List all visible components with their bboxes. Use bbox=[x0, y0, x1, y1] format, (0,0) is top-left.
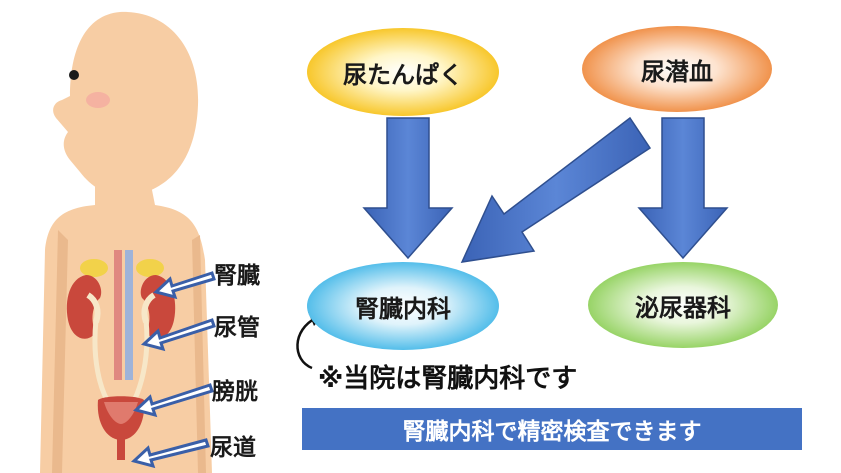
urine-protein-node: 尿たんぱく bbox=[307, 28, 499, 116]
info-banner: 腎臓内科で精密検査できます bbox=[302, 408, 802, 450]
organ-label-urethra: 尿道 bbox=[210, 435, 256, 461]
eye bbox=[69, 70, 79, 80]
vena-cava bbox=[125, 250, 133, 380]
bladder-inner bbox=[104, 402, 138, 424]
urine-blood-node: 尿潜血 bbox=[582, 26, 772, 112]
urine-protein-label: 尿たんぱく bbox=[343, 60, 463, 89]
arm-shadow bbox=[52, 230, 68, 473]
nephrology-label: 腎臓内科 bbox=[355, 294, 451, 323]
clinic-note: ※当院は腎臓内科です bbox=[318, 364, 578, 394]
adrenal-left bbox=[80, 259, 108, 277]
arm-shadow-right bbox=[192, 235, 206, 473]
urethra bbox=[117, 438, 125, 460]
arrow-blood-to-urology bbox=[637, 117, 729, 260]
renal-pelvis-right bbox=[141, 292, 156, 323]
arrow-urethra bbox=[130, 438, 210, 469]
urology-node: 泌尿器科 bbox=[588, 262, 778, 348]
kidney-left bbox=[66, 275, 102, 339]
body-illustration bbox=[40, 11, 216, 473]
arrow-ureter bbox=[140, 318, 216, 352]
arrow-blood-to-nephrology bbox=[460, 116, 652, 263]
info-banner-text: 腎臓内科で精密検査できます bbox=[402, 419, 702, 445]
arrow-bladder bbox=[132, 383, 214, 418]
note-curved-arrow bbox=[296, 316, 317, 370]
organ-pointer-arrows bbox=[130, 271, 216, 469]
head bbox=[53, 11, 199, 197]
nephrology-node: 腎臓内科 bbox=[307, 262, 499, 350]
arrow-protein-to-nephrology bbox=[362, 117, 454, 260]
renal-pelvis-left bbox=[86, 292, 101, 323]
organ-label-kidney: 腎臓 bbox=[214, 263, 260, 289]
urine-blood-label: 尿潜血 bbox=[641, 57, 713, 86]
arrow-kidney bbox=[152, 271, 216, 300]
adrenal-right bbox=[136, 259, 164, 277]
organ-label-bladder: 膀胱 bbox=[212, 379, 258, 405]
cheek bbox=[86, 92, 110, 108]
organ-label-ureter: 尿管 bbox=[214, 315, 260, 341]
urology-label: 泌尿器科 bbox=[635, 293, 731, 322]
aorta bbox=[114, 250, 122, 380]
